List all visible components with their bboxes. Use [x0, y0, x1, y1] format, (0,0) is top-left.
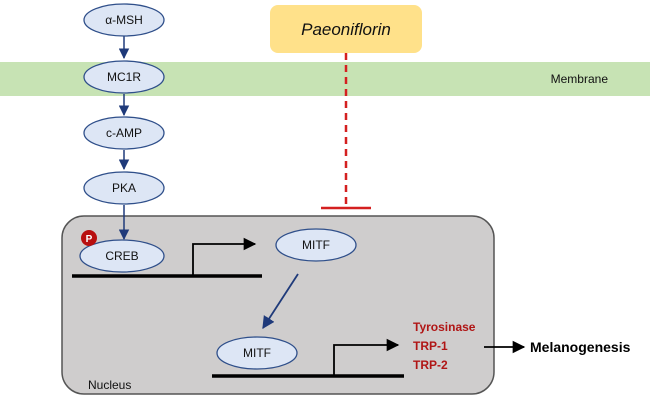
drug-box	[270, 5, 422, 53]
target-gene-tyrosinase: Tyrosinase	[413, 320, 476, 334]
node-mitf-lower	[216, 336, 298, 370]
node-mitf-upper	[275, 228, 357, 262]
promoter-arrow-creb	[192, 237, 257, 276]
node-pka	[83, 171, 165, 205]
phospho-label: P	[86, 234, 93, 245]
output-melanogenesis: Melanogenesis	[530, 339, 631, 355]
arrow-mitf-translocation	[262, 273, 299, 330]
drug-label: Paeoniflorin	[301, 20, 391, 39]
node-camp	[83, 116, 165, 150]
node-mitf-upper-label: MITF	[302, 238, 330, 252]
target-gene-trp2: TRP-2	[413, 358, 448, 372]
node-pka-label: PKA	[112, 181, 136, 195]
node-alpha-msh	[83, 3, 165, 37]
nucleus-label: Nucleus	[88, 378, 131, 392]
node-mc1r	[83, 60, 165, 94]
node-mc1r-label: MC1R	[107, 70, 141, 84]
node-creb-label: CREB	[105, 249, 138, 263]
phospho-badge	[81, 230, 97, 246]
membrane-label: Membrane	[551, 72, 609, 86]
promoter-arrow-mitf	[333, 338, 400, 376]
node-alpha-msh-label: α-MSH	[105, 13, 143, 27]
node-creb	[79, 239, 165, 273]
node-mitf-lower-label: MITF	[243, 346, 271, 360]
target-gene-trp1: TRP-1	[413, 339, 448, 353]
node-camp-label: c-AMP	[106, 126, 142, 140]
